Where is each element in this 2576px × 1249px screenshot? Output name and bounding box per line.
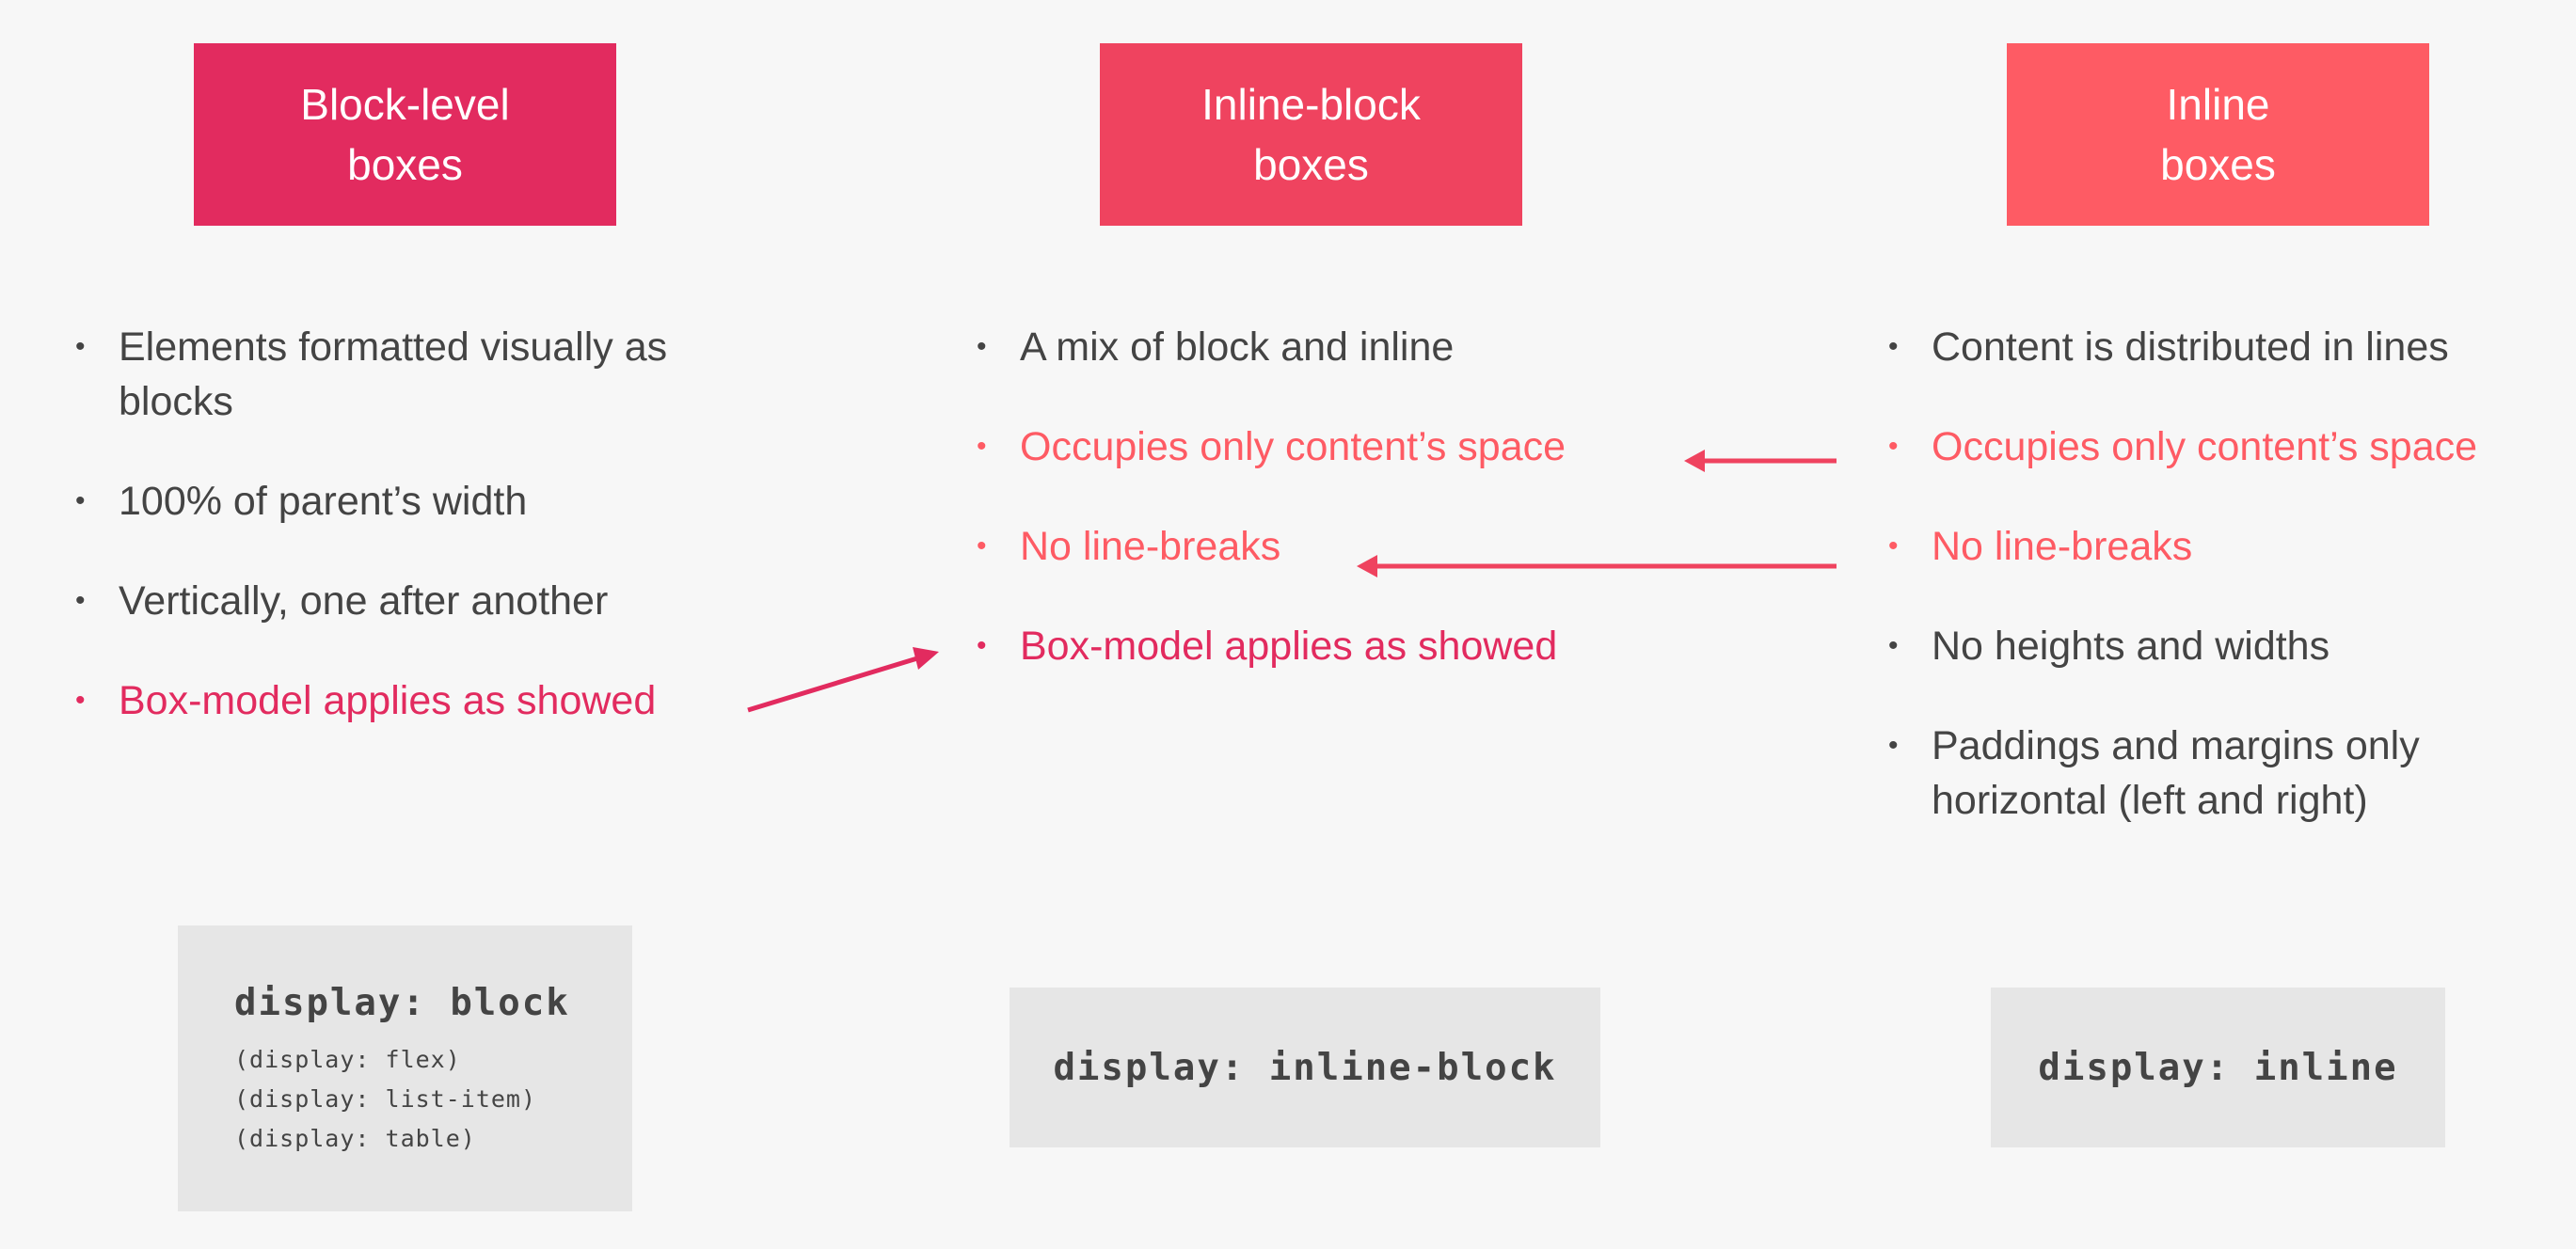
- list-item: • Vertically, one after another: [75, 574, 753, 628]
- code-alternative: (display: list-item): [234, 1085, 537, 1113]
- bullet-text: Content is distributed in lines: [1932, 324, 2449, 370]
- arrow-content-space: [1684, 450, 1837, 472]
- inline-block-header: Inline-block boxes: [1100, 43, 1522, 226]
- bullet-icon: •: [977, 331, 987, 362]
- bullet-text: Occupies only content’s space: [1932, 424, 2478, 469]
- inline-bullet-list: • Content is distributed in lines • Occupi…: [1888, 320, 2566, 873]
- bullet-text: No heights and widths: [1932, 624, 2330, 669]
- display-block-code-box: display: block (display: flex) (display:…: [178, 925, 632, 1211]
- bullet-icon: •: [75, 331, 86, 362]
- list-item: • 100% of parent’s width: [75, 474, 753, 529]
- code-main: display: inline: [2038, 1046, 2398, 1089]
- bullet-text: No line-breaks: [1020, 524, 1281, 569]
- block-level-bullet-list: • Elements formatted visually as blocks •…: [75, 320, 753, 773]
- inline-header: Inline boxes: [2007, 43, 2429, 226]
- code-alternative: (display: flex): [234, 1046, 461, 1073]
- bullet-icon: •: [1888, 730, 1899, 761]
- bullet-icon: •: [977, 530, 987, 561]
- bullet-icon: •: [977, 630, 987, 661]
- list-item: • Content is distributed in lines: [1888, 320, 2566, 374]
- list-item: • Occupies only content’s space: [1888, 419, 2566, 474]
- list-item: • Elements formatted visually as blocks: [75, 320, 753, 429]
- bullet-icon: •: [75, 485, 86, 516]
- code-alternative: (display: table): [234, 1125, 476, 1152]
- arrow-box-model: [747, 647, 939, 713]
- bullet-icon: •: [977, 431, 987, 462]
- code-main: display: block: [234, 982, 570, 1024]
- list-item: • Box-model applies as showed: [75, 673, 753, 728]
- display-inline-code-box: display: inline: [1991, 988, 2445, 1147]
- bullet-text: No line-breaks: [1932, 524, 2193, 569]
- code-main: display: inline-block: [1053, 1046, 1557, 1089]
- list-item: • Box-model applies as showed: [977, 619, 1635, 673]
- list-item: • Occupies only content’s space: [977, 419, 1635, 474]
- bullet-text: 100% of parent’s width: [119, 479, 528, 524]
- block-level-header: Block-level boxes: [194, 43, 616, 226]
- bullet-icon: •: [1888, 431, 1899, 462]
- bullet-icon: •: [75, 685, 86, 716]
- bullet-text: Box-model applies as showed: [119, 678, 657, 723]
- bullet-text: Box-model applies as showed: [1020, 624, 1558, 669]
- bullet-text: Occupies only content’s space: [1020, 424, 1566, 469]
- bullet-icon: •: [1888, 530, 1899, 561]
- bullet-text: Elements formatted visually as blocks: [119, 324, 668, 424]
- bullet-text: Vertically, one after another: [119, 578, 609, 624]
- inline-block-bullet-list: • A mix of block and inline • Occupies onl…: [977, 320, 1635, 719]
- bullet-icon: •: [1888, 331, 1899, 362]
- list-item: • No line-breaks: [1888, 519, 2566, 574]
- list-item: • No line-breaks: [977, 519, 1635, 574]
- list-item: • A mix of block and inline: [977, 320, 1635, 374]
- display-inline-block-code-box: display: inline-block: [1010, 988, 1600, 1147]
- list-item: • Paddings and margins only horizontal (l…: [1888, 719, 2566, 828]
- bullet-text: Paddings and margins only horizontal (le…: [1932, 723, 2420, 823]
- bullet-icon: •: [1888, 630, 1899, 661]
- bullet-icon: •: [75, 585, 86, 616]
- bullet-text: A mix of block and inline: [1020, 324, 1455, 370]
- list-item: • No heights and widths: [1888, 619, 2566, 673]
